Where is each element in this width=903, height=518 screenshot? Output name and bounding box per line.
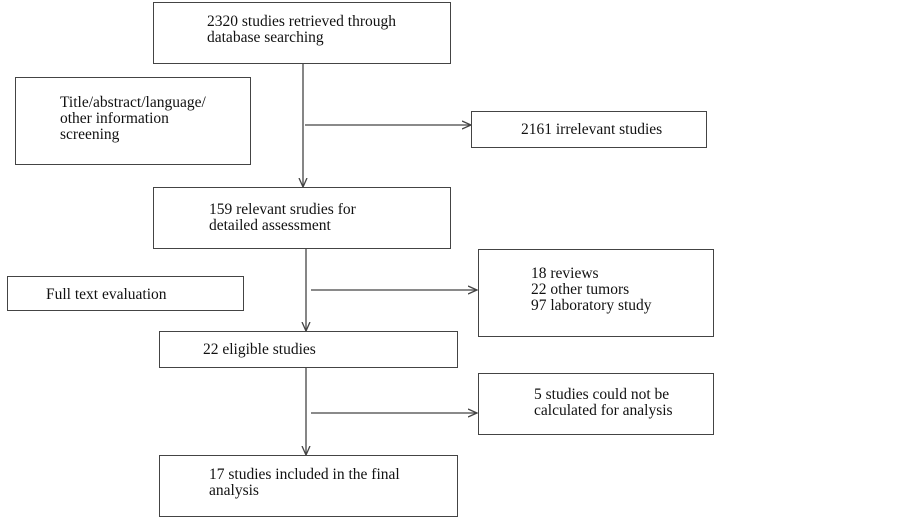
not-calculable-box: [478, 373, 714, 435]
eligible-box: [159, 331, 458, 368]
retrieved-text: 2320 studies retrieved through database …: [207, 13, 396, 46]
irrelevant-box: [471, 111, 707, 148]
full-text-box: [7, 276, 244, 311]
relevant-box: [153, 187, 451, 249]
title-screening-box: [15, 77, 251, 165]
retrieved-box: [153, 2, 451, 64]
full-text-exclusions-box: [478, 249, 714, 337]
irrelevant-text: 2161 irrelevant studies: [521, 121, 663, 138]
title-screening-text: Title/abstract/language/ other informati…: [60, 94, 206, 143]
included-text: 17 studies included in the final analysi…: [209, 466, 400, 499]
relevant-text: 159 relevant srudies for detailed assess…: [209, 201, 356, 234]
full-text-exclusions-text: 18 reviews 22 other tumors 97 laboratory…: [531, 265, 652, 314]
eligible-text: 22 eligible studies: [203, 341, 316, 358]
included-box: [159, 455, 458, 517]
full-text-text: Full text evaluation: [46, 286, 167, 303]
not-calculable-text: 5 studies could not be calculated for an…: [534, 386, 673, 419]
